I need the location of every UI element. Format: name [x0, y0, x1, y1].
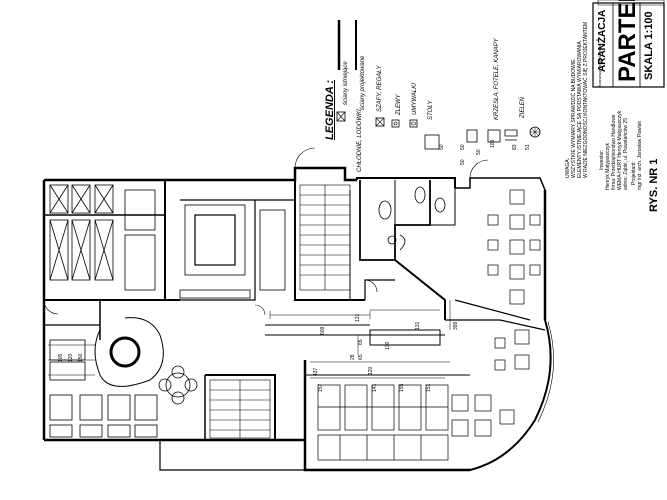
- dim-399: 399: [453, 321, 459, 330]
- investor-address: adres: Ząbki, ul. Powstańców 25: [623, 118, 629, 190]
- legend-symbols: [336, 20, 541, 150]
- legend-fridges: CHŁODNIE, LODÓWKI: [357, 109, 363, 172]
- legend-cabinet-symbol: [375, 117, 385, 127]
- legend-title: LEGENDA :: [324, 79, 336, 140]
- dim-65b: 65: [358, 354, 364, 360]
- legend-existing-walls: ściany istniejące: [343, 61, 349, 105]
- legend-dim-51: 51: [525, 144, 531, 150]
- cafe-booth-seating: [317, 384, 449, 461]
- legend-sinks: ZLEWY: [396, 94, 402, 115]
- dim-151: 151: [426, 383, 432, 392]
- lounge-round-table: [94, 317, 164, 387]
- staircase-lower: [209, 379, 271, 439]
- legend-fridge-symbol: [336, 111, 346, 122]
- dim-150: 150: [78, 353, 84, 362]
- legend-dim-50a: 50: [439, 144, 445, 150]
- legend-dim-83: 83: [512, 144, 518, 150]
- title-block: [592, 0, 665, 88]
- legend-cabinets: SZAFY, REGAŁY: [377, 65, 383, 112]
- dim-130: 130: [385, 341, 391, 350]
- title-label-parter: PARTER: [614, 0, 641, 82]
- dimension-lines: [48, 300, 451, 379]
- dim-155: 155: [399, 383, 405, 392]
- dim-437: 437: [313, 367, 319, 376]
- legend-sink-symbol: [391, 119, 400, 128]
- dim-609: 609: [320, 326, 326, 335]
- dim-141: 141: [372, 383, 378, 392]
- kitchen-equipment: [49, 184, 286, 299]
- legend-dim-50b: 50: [460, 144, 466, 150]
- legend-table-symbol: [424, 134, 440, 150]
- legend-seating: KRZESŁA, FOTELE, KANAPY: [494, 38, 500, 120]
- legend-dim-50c: 50: [460, 159, 466, 165]
- designer-name: mgr inż. arch. Jarosław Pawlak: [637, 121, 643, 190]
- dim-120: 120: [368, 366, 374, 375]
- title-label-aranzacja: ARANŻACJA: [597, 9, 608, 72]
- legend-greenery: ZIELEŃ: [520, 96, 526, 118]
- drawing-number: RYS. NR 1: [648, 158, 660, 212]
- legend-dim-50d: 50: [476, 149, 482, 155]
- legend-chair-symbol: [466, 129, 478, 143]
- dining-tables-right: [451, 189, 541, 437]
- interior-walls: [44, 180, 546, 440]
- dim-120b: 120: [68, 353, 74, 362]
- legend-washbasins: UMYWALKI: [412, 83, 418, 115]
- dim-28: 28: [350, 354, 356, 360]
- staircase-upper: [299, 184, 351, 291]
- building-walls: [42, 166, 554, 472]
- dim-65a: 65: [358, 339, 364, 345]
- dim-105: 105: [58, 353, 64, 362]
- legend-washbasin-symbol: [409, 119, 418, 128]
- legend-tables: STOŁY: [428, 100, 434, 120]
- toilets: [378, 186, 446, 251]
- legend-new-walls: ściany projektowane: [360, 55, 366, 110]
- door-swings: [43, 147, 489, 316]
- dim-131a: 131: [355, 313, 361, 322]
- dim-157: 157: [318, 383, 324, 392]
- notes-line3: W RAZIE NIEZGODNOŚCI KONTAKTOWAĆ SIĘ Z P…: [583, 21, 589, 178]
- dim-131b: 131: [415, 321, 421, 330]
- legend-dim-105: 105: [490, 139, 496, 148]
- title-scale: SKALA 1:100: [643, 11, 655, 80]
